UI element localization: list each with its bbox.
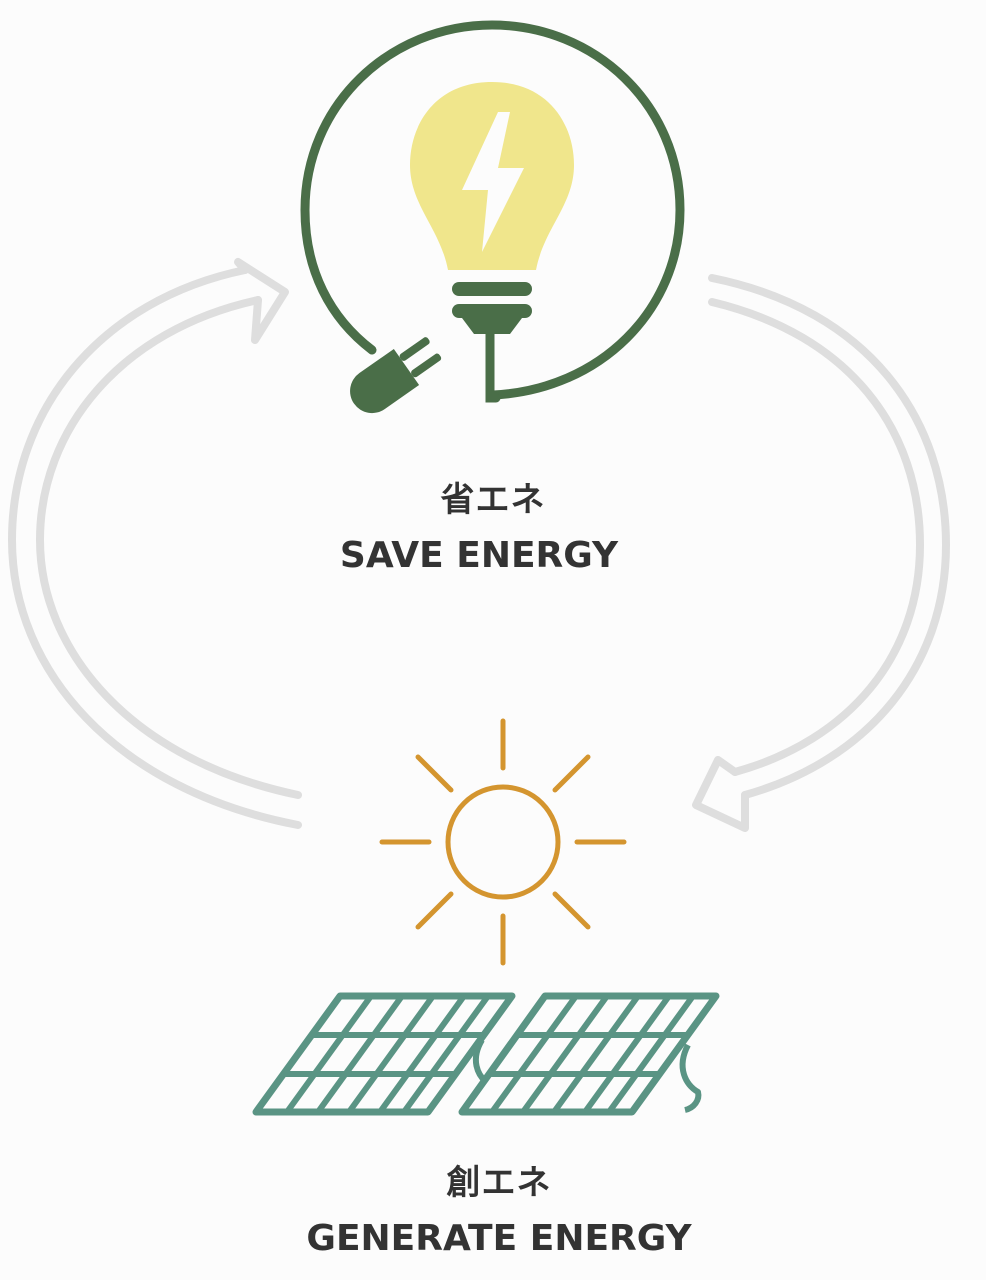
plug-icon [350,337,442,413]
generate-energy-label-en: GENERATE ENERGY [306,1218,692,1259]
solar-panel-icon [252,992,720,1116]
lightbulb-plug-icon [300,20,685,413]
generate-energy-label-jp: 創エネ [446,1163,552,1203]
save-energy-label-en: SAVE ENERGY [339,535,619,576]
sun-icon [379,718,627,966]
bulb-base-tip [462,318,522,334]
cord-drop [485,325,501,403]
bulb-base-upper [452,282,532,296]
cycle-arrow-left [8,258,302,829]
bulb-base-lower [452,304,532,318]
cycle-arrow-right [692,274,950,832]
cord-circle [300,20,685,400]
save-energy-label-jp: 省エネ [440,480,546,520]
lightning-bolt-icon [462,112,524,252]
